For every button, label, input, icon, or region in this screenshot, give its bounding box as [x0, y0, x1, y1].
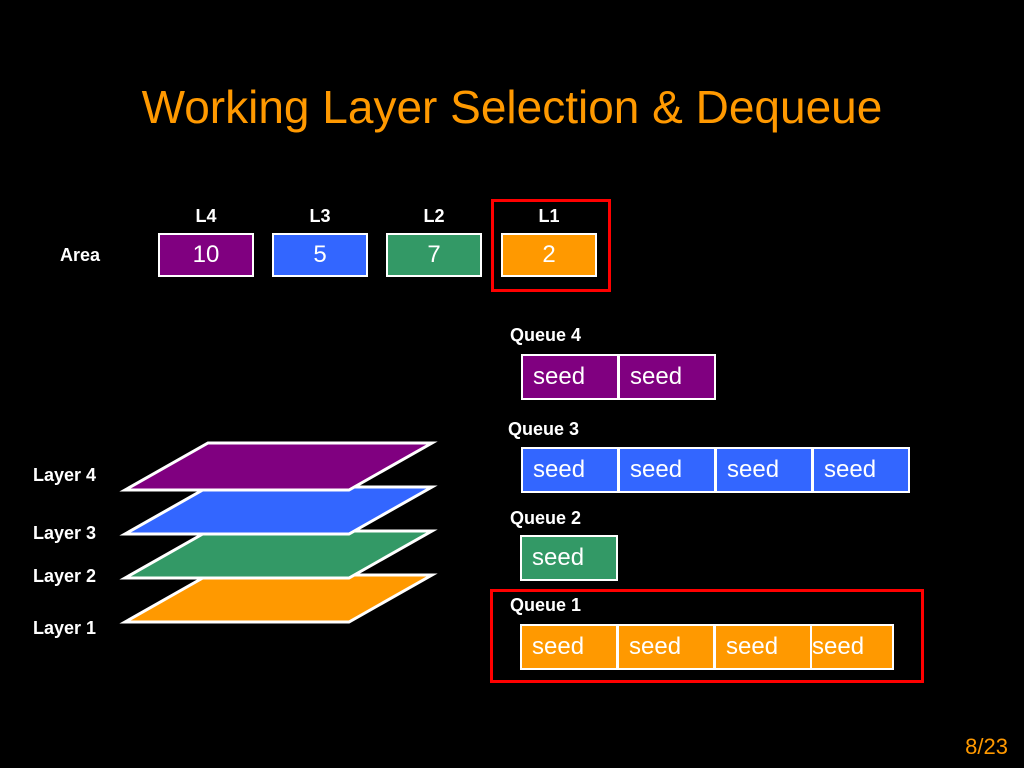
queue-2-seed-1: seed: [520, 535, 618, 581]
layer-label-2: Layer 2: [33, 566, 97, 586]
selected-queue-highlight: [490, 589, 924, 683]
column-label-l4: L4: [195, 206, 217, 226]
queue-label-1: Queue 1: [510, 595, 582, 615]
column-label-l3: L3: [309, 206, 331, 226]
queue-1-seed-1: seed: [520, 624, 618, 670]
queue-label-3: Queue 3: [508, 419, 580, 439]
queue-3-seed-1: seed: [521, 447, 619, 493]
queue-label-2: Queue 2: [510, 508, 582, 528]
area-row-label: Area: [60, 245, 101, 265]
area-box-l2: 7: [386, 233, 482, 277]
column-label-l1: L1: [538, 206, 560, 226]
area-box-l4: 10: [158, 233, 254, 277]
layer-1-shape: [119, 573, 438, 624]
slide-title: Working Layer Selection & Dequeue: [141, 81, 883, 133]
queue-1-seed-4: seed: [810, 624, 894, 670]
page-number: 8/23: [965, 734, 1008, 759]
queue-1-seed-2: seed: [617, 624, 715, 670]
layer-2-shape: [119, 529, 438, 580]
column-label-l2: L2: [423, 206, 445, 226]
queue-label-4: Queue 4: [510, 325, 582, 345]
area-box-l1: 2: [501, 233, 597, 277]
layer-label-4: Layer 4: [33, 465, 97, 485]
layer-label-3: Layer 3: [33, 523, 97, 543]
queue-4-seed-1: seed: [521, 354, 619, 400]
layer-stack-diagram: [119, 441, 438, 624]
queue-1-seed-3: seed: [714, 624, 812, 670]
layer-4-shape: [119, 441, 438, 492]
queue-3-seed-3: seed: [715, 447, 813, 493]
selected-layer-highlight: [491, 199, 611, 292]
layer-label-1: Layer 1: [33, 618, 97, 638]
layer-3-shape: [119, 485, 438, 536]
queue-3-seed-2: seed: [618, 447, 716, 493]
queue-3-seed-4: seed: [812, 447, 910, 493]
queue-4-seed-2: seed: [618, 354, 716, 400]
area-box-l3: 5: [272, 233, 368, 277]
